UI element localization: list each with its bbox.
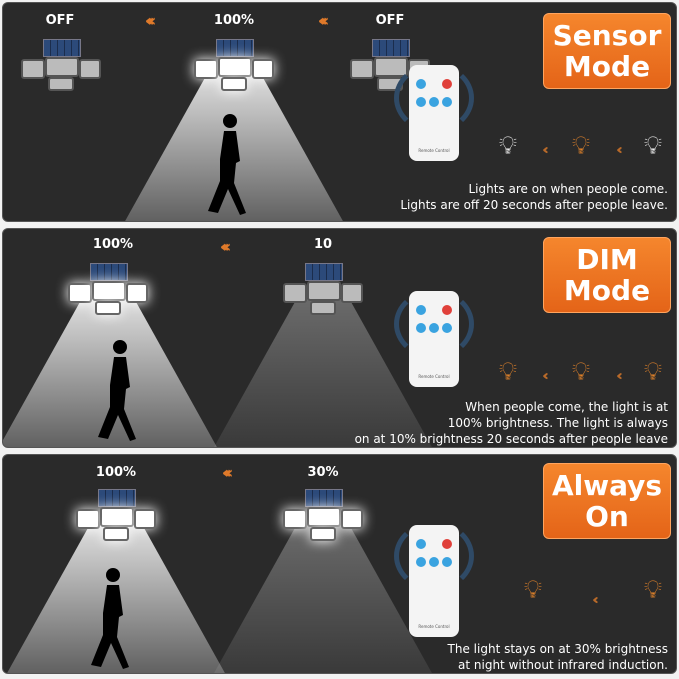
mode-description: The light stays on at 30% brightness at n… bbox=[448, 641, 668, 673]
description-line: on at 10% brightness 20 seconds after pe… bbox=[354, 432, 668, 446]
bulb-on-icon: 💡︎ bbox=[571, 357, 591, 387]
mode-title-line1: DIM bbox=[576, 243, 638, 276]
bulb-on-icon: 💡︎ bbox=[571, 131, 591, 161]
solar-lamp bbox=[194, 39, 274, 95]
remote-label: Remote Control bbox=[418, 148, 450, 153]
signal-waves-icon bbox=[394, 521, 474, 591]
chevrons-icon: ‹‹‹‹ bbox=[616, 369, 625, 384]
description-line: 100% brightness. The light is always bbox=[447, 416, 668, 430]
chevrons-icon: ‹‹‹‹ bbox=[542, 143, 551, 158]
remote-control: Remote Control bbox=[409, 525, 459, 637]
bulb-on-icon: 💡︎ bbox=[498, 357, 518, 387]
description-line: The light stays on at 30% brightness bbox=[447, 642, 668, 656]
bulb-off-icon: 💡︎ bbox=[643, 131, 663, 161]
person-walking-icon bbox=[208, 114, 246, 215]
solar-panel bbox=[305, 263, 343, 281]
signal-waves-icon bbox=[394, 63, 474, 133]
chevrons-icon: ‹‹‹‹ bbox=[542, 369, 551, 384]
chevrons-icon: ‹‹‹‹ bbox=[592, 593, 601, 608]
bulb-on-icon: 💡︎ bbox=[643, 575, 663, 605]
mode-description: Lights are on when people come. Lights ar… bbox=[400, 181, 668, 213]
solar-panel bbox=[43, 39, 81, 57]
solar-panel bbox=[98, 489, 136, 507]
solar-panel bbox=[372, 39, 410, 57]
brightness-label: OFF bbox=[375, 13, 405, 28]
brightness-label: 100% bbox=[92, 237, 134, 252]
chevrons-icon: ‹‹‹‹ bbox=[317, 11, 330, 30]
solar-lamp bbox=[21, 39, 101, 95]
brightness-label: 10 bbox=[313, 237, 333, 252]
solar-lamp bbox=[76, 489, 156, 545]
signal-waves-icon bbox=[394, 289, 474, 359]
mode-title-line2: Mode bbox=[563, 274, 651, 307]
person-walking-icon bbox=[91, 568, 129, 669]
chevrons-icon: ‹‹‹‹ bbox=[219, 237, 232, 256]
mode-description: When people come, the light is at 100% br… bbox=[355, 399, 668, 447]
brightness-label: 100% bbox=[213, 13, 255, 28]
remote-label: Remote Control bbox=[418, 374, 450, 379]
solar-lamp bbox=[283, 489, 363, 545]
solar-panel bbox=[305, 489, 343, 507]
solar-lamp bbox=[283, 263, 363, 319]
bulb-off-icon: 💡︎ bbox=[498, 131, 518, 161]
chevrons-icon: ‹‹‹‹ bbox=[616, 143, 625, 158]
remote-control: Remote Control bbox=[409, 291, 459, 387]
description-line: at night without infrared induction. bbox=[458, 658, 668, 672]
person-walking-icon bbox=[98, 340, 136, 441]
bulb-on-icon: 💡︎ bbox=[523, 575, 543, 605]
solar-lamp bbox=[68, 263, 148, 319]
brightness-label: 100% bbox=[95, 465, 137, 480]
description-line: Lights are on when people come. bbox=[468, 182, 668, 196]
bulb-on-icon: 💡︎ bbox=[643, 357, 663, 387]
mode-title-line2: Mode bbox=[563, 50, 651, 83]
mode-title-line1: Always bbox=[551, 469, 663, 502]
solar-panel bbox=[216, 39, 254, 57]
description-line: When people come, the light is at bbox=[465, 400, 668, 414]
brightness-label: OFF bbox=[45, 13, 75, 28]
mode-title-line1: Sensor bbox=[552, 19, 662, 52]
brightness-label: 30% bbox=[307, 465, 339, 480]
chevrons-icon: ‹‹‹‹ bbox=[144, 11, 157, 30]
remote-control: Remote Control bbox=[409, 65, 459, 161]
mode-title-line2: On bbox=[585, 500, 629, 533]
remote-label: Remote Control bbox=[418, 624, 450, 629]
solar-panel bbox=[90, 263, 128, 281]
chevrons-icon: ‹‹‹‹ bbox=[221, 463, 234, 482]
description-line: Lights are off 20 seconds after people l… bbox=[400, 198, 668, 212]
